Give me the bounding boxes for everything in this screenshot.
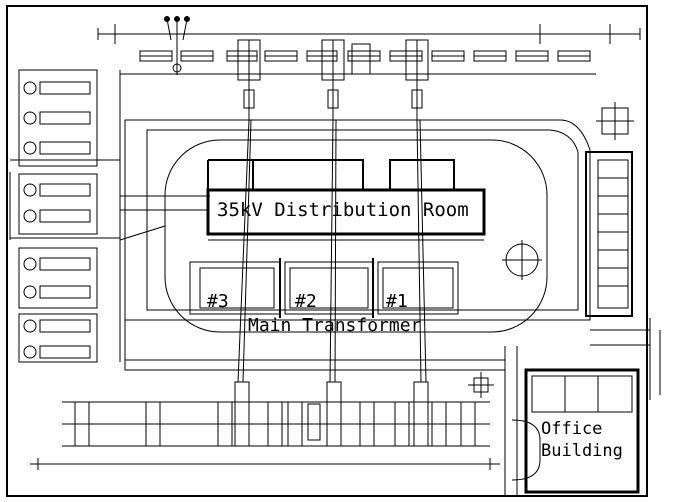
transformer-1-label: #1: [386, 291, 408, 312]
site-boundary: [6, 5, 648, 497]
office-label-line1: Office: [541, 419, 602, 439]
transformer-2-label: #2: [295, 291, 317, 312]
top-feeder-row: [120, 50, 596, 75]
main-transformer-label: Main Transformer: [248, 315, 422, 336]
west-equipment-groups: [9, 69, 210, 363]
bottom-switchgear-row: [30, 381, 500, 470]
feed-lines: [237, 119, 427, 383]
east-gate: [590, 318, 661, 400]
top-bay-structures: [237, 39, 429, 120]
top-insulators: [164, 16, 190, 75]
top-bus-bar: [97, 24, 641, 44]
crosshair-marker-ne: [596, 102, 634, 140]
office-building: [511, 368, 640, 494]
office-label-line2: Building: [541, 441, 623, 461]
tank-circle: [502, 240, 542, 280]
transformer-yard: [164, 139, 548, 333]
west-equipment-units: [23, 81, 91, 359]
distribution-room-label: 35kV Distribution Room: [217, 199, 469, 221]
east-ancillary-building: [585, 151, 633, 317]
bottom-crosshair: [468, 372, 494, 398]
transformer-bays: [189, 258, 459, 318]
transformer-3-label: #3: [207, 291, 229, 312]
